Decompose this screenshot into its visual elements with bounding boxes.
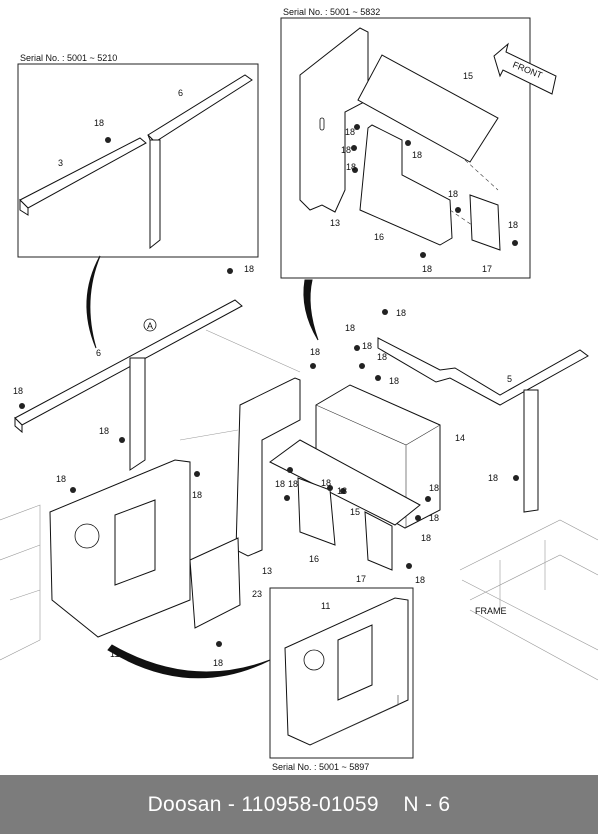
callout-3: 3: [58, 158, 63, 168]
inset-serial-label: Serial No. : 5001 ~ 5832: [283, 7, 380, 17]
inset-bottom: Serial No. : 5001 ~ 5897 11: [269, 587, 414, 772]
callout-18: 18: [56, 474, 66, 484]
callout-18: 18: [213, 658, 223, 668]
parts-diagram: Serial No. : 5001 ~ 5832 FRONT 15 18 18 …: [0, 7, 598, 772]
callout-18: 18: [421, 533, 431, 543]
footer-page-ref: N - 6: [403, 792, 451, 816]
callout-13: 13: [330, 218, 340, 228]
footer-separator: -: [221, 792, 242, 816]
main-assembly: A 18 6 18 18 18 18 11 13 23 18 14: [0, 264, 598, 681]
footer-bar: Doosan - 110958-01059 N - 6: [0, 775, 598, 834]
callout-18: 18: [275, 479, 285, 489]
callout-18: 18: [377, 352, 387, 362]
callout-17: 17: [356, 574, 366, 584]
callout-11: 11: [321, 601, 330, 611]
callout-18: 18: [422, 264, 432, 274]
inset-serial-label: Serial No. : 5001 ~ 5897: [272, 762, 369, 772]
callout-18: 18: [508, 220, 518, 230]
callout-16: 16: [374, 232, 384, 242]
frame-label: FRAME: [475, 606, 507, 616]
callout-18: 18: [310, 347, 320, 357]
footer-part-code: 110958-01059: [241, 792, 379, 816]
callout-18: 18: [244, 264, 254, 274]
callout-18: 18: [192, 490, 202, 500]
footer-brand: Doosan: [147, 792, 222, 816]
callout-18: 18: [94, 118, 104, 128]
footer-gap: [379, 793, 404, 817]
callout-18: 18: [345, 323, 355, 333]
callout-15: 15: [350, 507, 360, 517]
callout-5: 5: [507, 374, 512, 384]
callout-18: 18: [321, 478, 331, 488]
callout-18: 18: [389, 376, 399, 386]
inset-top-left: Serial No. : 5001 ~ 5210 6 18 3: [17, 53, 259, 258]
callout-6: 6: [178, 88, 183, 98]
callout-18: 18: [345, 127, 355, 137]
callout-18: 18: [99, 426, 109, 436]
inset-top-right: Serial No. : 5001 ~ 5832 FRONT 15 18 18 …: [280, 7, 557, 279]
callout-18: 18: [448, 189, 458, 199]
callout-23: 23: [252, 589, 262, 599]
detail-marker-a: A: [147, 321, 153, 331]
inset-serial-label: Serial No. : 5001 ~ 5210: [20, 53, 117, 63]
callout-18: 18: [337, 486, 347, 496]
callout-14: 14: [455, 433, 465, 443]
callout-18: 18: [362, 341, 372, 351]
callout-11: 11: [110, 649, 119, 659]
callout-18: 18: [412, 150, 422, 160]
callout-18: 18: [429, 513, 439, 523]
callout-18: 18: [341, 145, 351, 155]
callout-18: 18: [13, 386, 23, 396]
callout-17: 17: [482, 264, 492, 274]
callout-6: 6: [96, 348, 101, 358]
callout-18: 18: [488, 473, 498, 483]
callout-18: 18: [396, 308, 406, 318]
callout-18: 18: [415, 575, 425, 585]
callout-13: 13: [262, 566, 272, 576]
callout-15: 15: [463, 71, 473, 81]
callout-18: 18: [288, 479, 298, 489]
callout-16: 16: [309, 554, 319, 564]
callout-18: 18: [346, 162, 356, 172]
callout-18: 18: [429, 483, 439, 493]
